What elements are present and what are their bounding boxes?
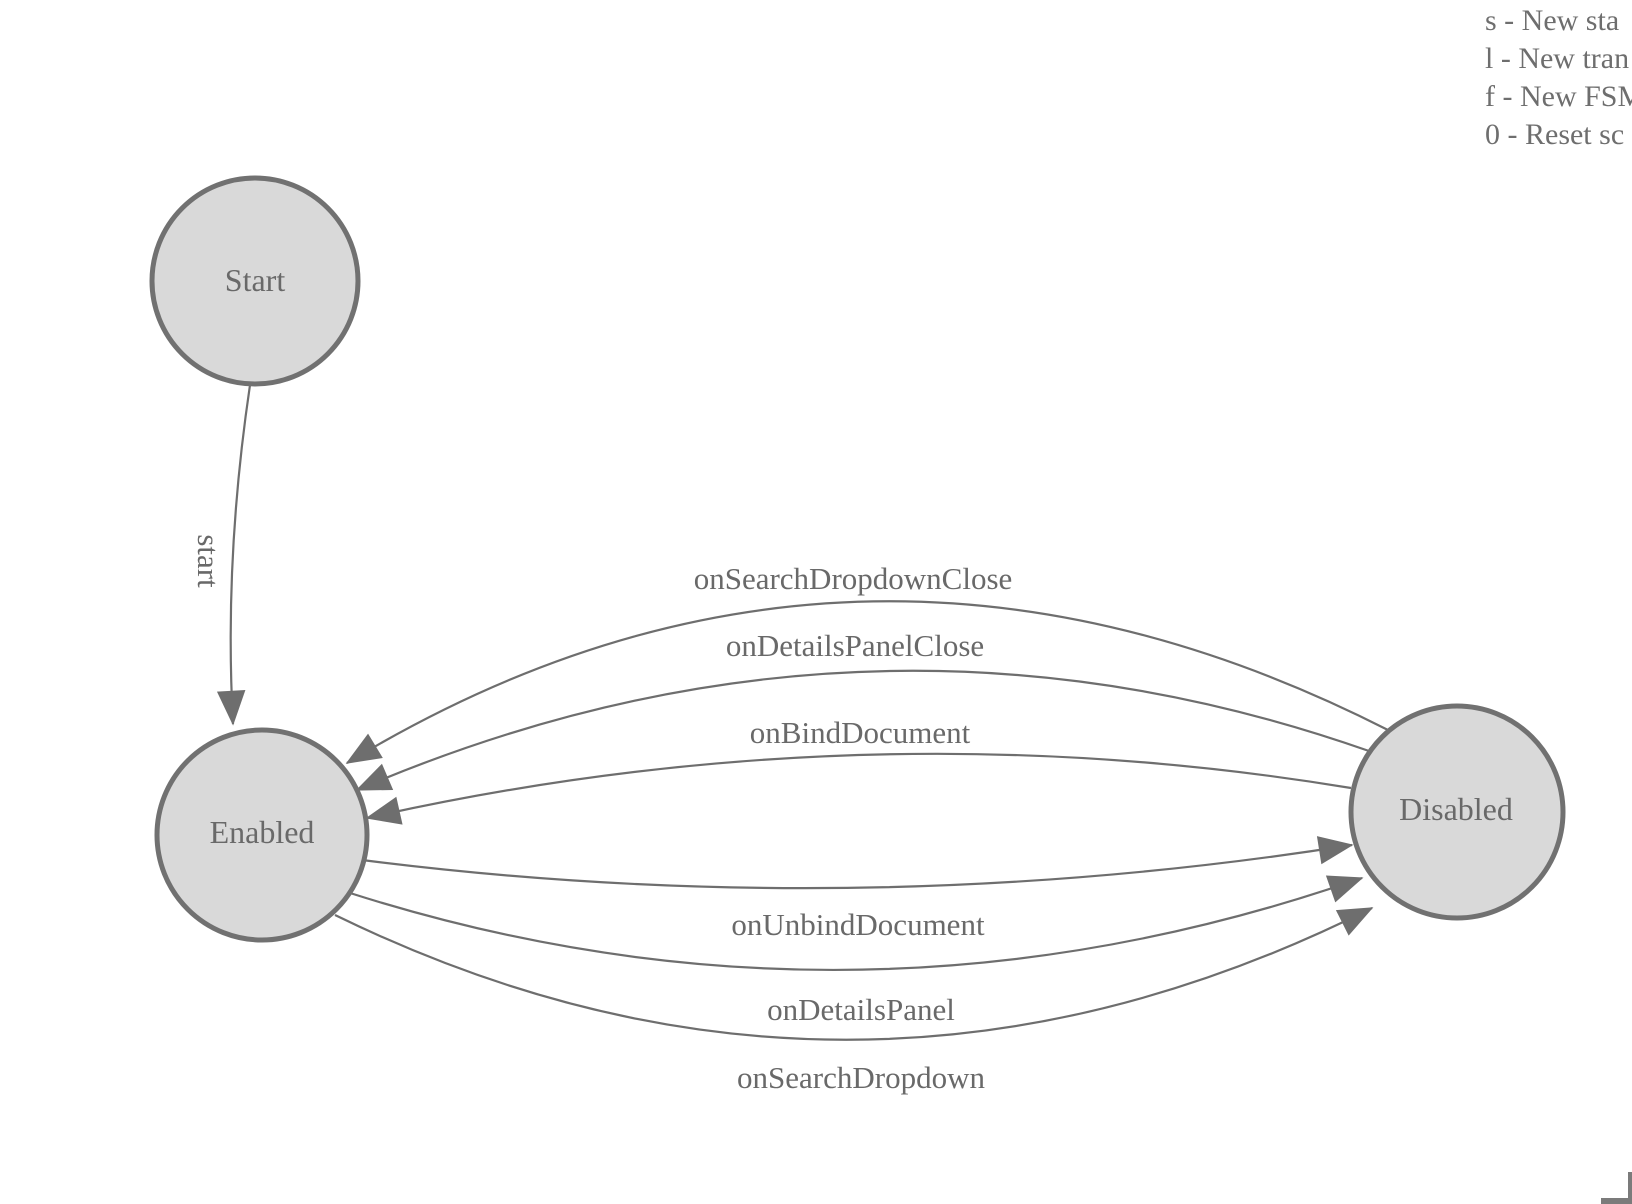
edge-label-onSearchDropdown: onSearchDropdown bbox=[737, 1060, 985, 1095]
state-node-disabled[interactable]: Disabled bbox=[1348, 703, 1566, 921]
state-circle-enabled[interactable] bbox=[154, 727, 370, 943]
edge-label-onUnbindDocument: onUnbindDocument bbox=[731, 907, 985, 942]
state-node-enabled[interactable]: Enabled bbox=[154, 727, 370, 943]
legend-line: f - New FSM bbox=[1485, 80, 1632, 113]
state-node-start[interactable]: Start bbox=[149, 175, 361, 387]
legend-line: l - New tran bbox=[1485, 42, 1630, 75]
edge-onBindDocument[interactable] bbox=[365, 752, 1352, 825]
state-label-disabled: Disabled bbox=[1399, 791, 1513, 827]
state-circle-disabled[interactable] bbox=[1348, 703, 1566, 921]
state-label-enabled: Enabled bbox=[210, 814, 315, 850]
state-circle-start[interactable] bbox=[149, 175, 361, 387]
edge-label-onDetailsPanelClose: onDetailsPanelClose bbox=[726, 628, 984, 663]
edge-onSearchDropdown[interactable] bbox=[334, 907, 1374, 1041]
edge-label-onDetailsPanel: onDetailsPanel bbox=[767, 992, 955, 1027]
edge-label-start: start bbox=[191, 534, 226, 588]
corner-box-edge-vertical bbox=[1628, 1172, 1632, 1204]
edge-onDetailsPanel[interactable] bbox=[349, 875, 1364, 971]
edge-onDetailsPanelClose[interactable] bbox=[355, 669, 1370, 792]
edge-onSearchDropdownClose[interactable] bbox=[345, 600, 1389, 764]
corner-box-edge-horizontal bbox=[1601, 1198, 1632, 1204]
edge-label-onSearchDropdownClose: onSearchDropdownClose bbox=[694, 561, 1013, 596]
shortcut-legend: s - New sta l - New tran f - New FSM 0 -… bbox=[1485, 2, 1632, 154]
edge-start-to-enabled[interactable] bbox=[216, 384, 252, 726]
legend-line: 0 - Reset sc bbox=[1485, 118, 1625, 151]
edge-label-onBindDocument: onBindDocument bbox=[750, 715, 971, 750]
state-label-start: Start bbox=[225, 262, 286, 298]
edge-onUnbindDocument[interactable] bbox=[361, 836, 1354, 890]
legend-line: s - New sta bbox=[1485, 4, 1620, 37]
